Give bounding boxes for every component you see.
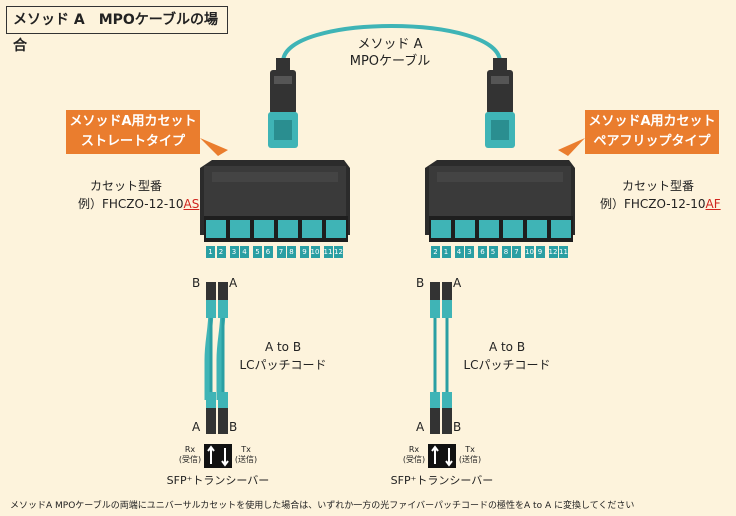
mpo-cable-arc (281, 24, 502, 63)
left-cord-top-right-label: A (229, 276, 238, 290)
left-callout-line1: メソッドA用カセット (69, 114, 197, 129)
right-rx-sub: (受信) (402, 455, 426, 464)
left-model-suffix: AS (183, 197, 200, 211)
footnote: メソッドA MPOケーブルの両端にユニバーサルカセットを使用した場合は、いずれか… (10, 501, 635, 511)
left-cord-top-left-label: B (192, 276, 201, 290)
left-tx-sub: (送信) (234, 455, 258, 464)
port-label: 5 (253, 246, 262, 258)
left-model-info: カセット型番 例）FHCZO-12-10AS (78, 177, 199, 213)
left-mpo-connector (268, 58, 298, 148)
port-label: 9 (535, 246, 545, 258)
left-callout-line2: ストレートタイプ (80, 134, 185, 149)
right-model-info: カセット型番 例）FHCZO-12-10AF (600, 177, 730, 213)
right-cord-bottom-left-label: A (416, 420, 425, 434)
left-cord-bottom-left-label: A (192, 420, 201, 434)
left-callout-pointer (200, 138, 228, 156)
left-port-numbers: 1 2 3 4 5 6 7 8 9 10 11 12 (206, 246, 345, 258)
mpo-cable-label-line1: メソッド A (357, 37, 423, 52)
port-label: 1 (206, 246, 215, 258)
left-cord-bottom-right-label: B (229, 420, 238, 434)
left-rx-sub: (受信) (178, 455, 202, 464)
right-callout-line1: メソッドA用カセット (588, 114, 716, 129)
port-label: 4 (240, 246, 249, 258)
port-label: 7 (512, 246, 521, 258)
port-label: 3 (465, 246, 474, 258)
right-cassette-callout: メソッドA用カセット ペアフリップタイプ (585, 110, 719, 154)
right-callout-pointer (558, 138, 585, 156)
left-patch-cord (204, 282, 228, 434)
right-tx-label: Tx (送信) (456, 445, 484, 465)
port-label: 2 (431, 246, 440, 258)
mpo-cable-label: メソッド A MPOケーブル (345, 36, 435, 70)
right-cord-top-right-label: A (453, 276, 462, 290)
left-cassette-body (200, 160, 350, 242)
left-cord-label-line1: A to B (264, 340, 302, 354)
left-model-label: カセット型番 (90, 179, 163, 193)
left-tx-label: Tx (送信) (232, 445, 260, 465)
port-label: 7 (276, 246, 286, 258)
right-tx-sub: (送信) (458, 455, 482, 464)
port-label: 8 (287, 246, 296, 258)
right-model-number: 例）FHCZO-12-10AF (600, 195, 730, 213)
port-label: 3 (229, 246, 239, 258)
port-label: 11 (323, 246, 333, 258)
port-label: 9 (300, 246, 309, 258)
right-port-numbers: 2 1 4 3 6 5 8 7 10 9 12 11 (431, 246, 570, 258)
right-rx-text: Rx (408, 445, 420, 454)
right-cord-label: A to B LCパッチコード (462, 338, 552, 374)
right-mpo-connector (485, 58, 515, 148)
right-cord-label-line2: LCパッチコード (463, 358, 551, 372)
port-label: 12 (334, 246, 343, 258)
left-cord-label-line2: LCパッチコード (239, 358, 327, 372)
right-transceiver-label: SFP⁺トランシーバー (390, 474, 494, 487)
port-label: 1 (441, 246, 451, 258)
mpo-cable-label-line2: MPOケーブル (349, 54, 431, 69)
port-label: 11 (559, 246, 568, 258)
port-label: 6 (263, 246, 273, 258)
right-transceiver-icon (428, 444, 456, 468)
port-label: 10 (525, 246, 534, 258)
port-label: 2 (216, 246, 226, 258)
right-model-label: カセット型番 (622, 179, 695, 193)
right-patch-cord (430, 282, 452, 434)
left-cord-label: A to B LCパッチコード (238, 338, 328, 374)
right-cassette-body (425, 160, 575, 242)
diagram-title: メソッド A MPOケーブルの場合 (6, 6, 228, 54)
right-callout-line2: ペアフリップタイプ (593, 134, 711, 149)
left-transceiver-label: SFP⁺トランシーバー (166, 474, 270, 487)
port-label: 12 (548, 246, 558, 258)
right-rx-label: Rx (受信) (400, 445, 428, 465)
port-label: 10 (310, 246, 320, 258)
right-tx-text: Tx (465, 445, 475, 454)
port-label: 4 (454, 246, 464, 258)
left-transceiver-icon (204, 444, 232, 468)
left-rx-label: Rx (受信) (176, 445, 204, 465)
right-model-suffix: AF (705, 197, 721, 211)
port-label: 6 (478, 246, 487, 258)
port-label: 5 (488, 246, 498, 258)
left-rx-text: Rx (184, 445, 196, 454)
left-model-prefix: 例）FHCZO-12-10 (78, 197, 184, 211)
left-model-number: 例）FHCZO-12-10AS (78, 195, 199, 213)
port-label: 8 (501, 246, 511, 258)
right-cord-bottom-right-label: B (453, 420, 462, 434)
right-cord-label-line1: A to B (488, 340, 526, 354)
right-model-prefix: 例）FHCZO-12-10 (600, 197, 706, 211)
right-cord-top-left-label: B (416, 276, 425, 290)
left-cassette-callout: メソッドA用カセット ストレートタイプ (66, 110, 200, 154)
left-tx-text: Tx (241, 445, 251, 454)
